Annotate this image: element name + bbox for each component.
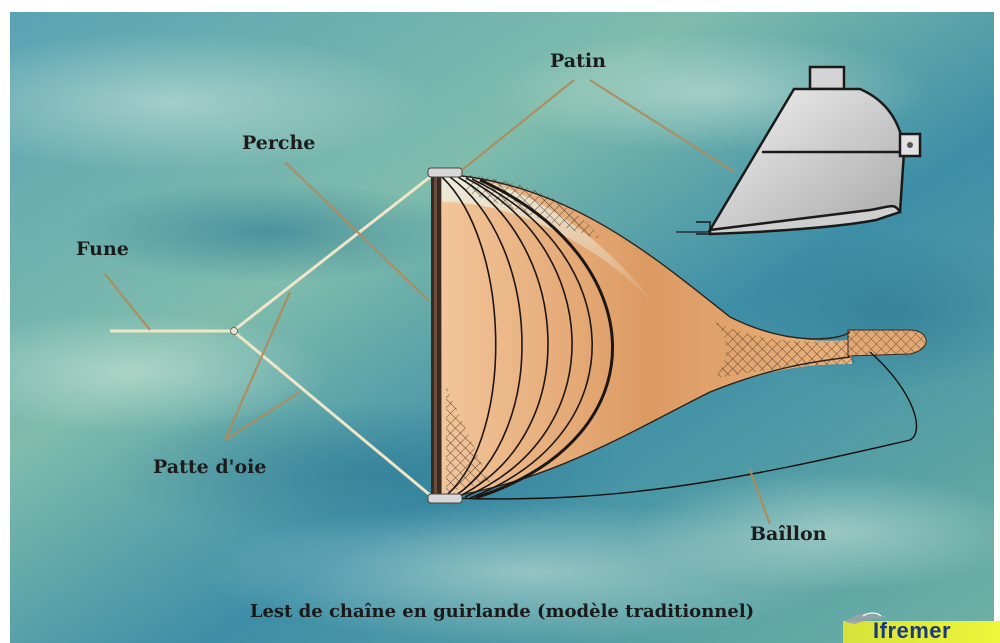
label-baillon: Baîllon [750,525,827,544]
logo-text: Ifremer [873,618,951,643]
label-patte-doie: Patte d'oie [153,458,266,477]
ifremer-logo: Ifremer [825,610,1000,643]
diagram-canvas: Patin Perche Fune Patte d'oie Baîllon Le… [10,12,994,643]
label-patin: Patin [550,52,606,71]
label-perche: Perche [242,134,315,153]
label-fune: Fune [76,240,129,259]
diagram-svg [10,12,994,643]
